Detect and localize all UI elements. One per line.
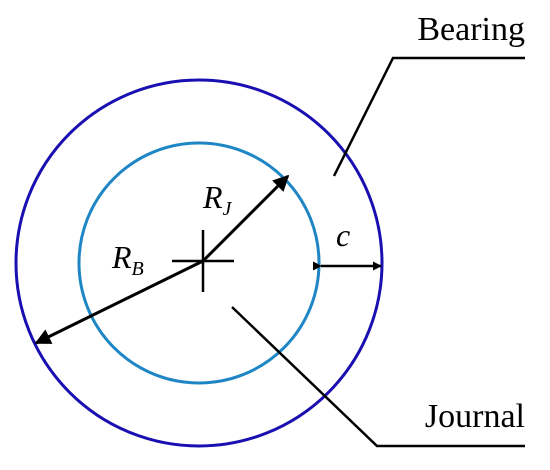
journal-radius-arrow (201, 174, 290, 263)
bearing-radius-subscript: B (132, 258, 144, 280)
journal-radius-symbol: R (202, 179, 223, 215)
journal-radius-subscript: J (223, 198, 233, 220)
bearing-radius-label: RB (111, 239, 144, 280)
journal-label: Journal (425, 398, 525, 435)
bearing-label: Bearing (417, 11, 525, 48)
bearing-circle (14, 78, 384, 448)
journal-radius-label: RJ (202, 179, 233, 220)
bearing-radius-arrow (34, 259, 204, 345)
bearing-radius-symbol: R (111, 239, 132, 275)
journal-leader-line (231, 306, 525, 448)
bearing-leader-line (332, 56, 525, 177)
clearance-label: c (336, 217, 350, 253)
